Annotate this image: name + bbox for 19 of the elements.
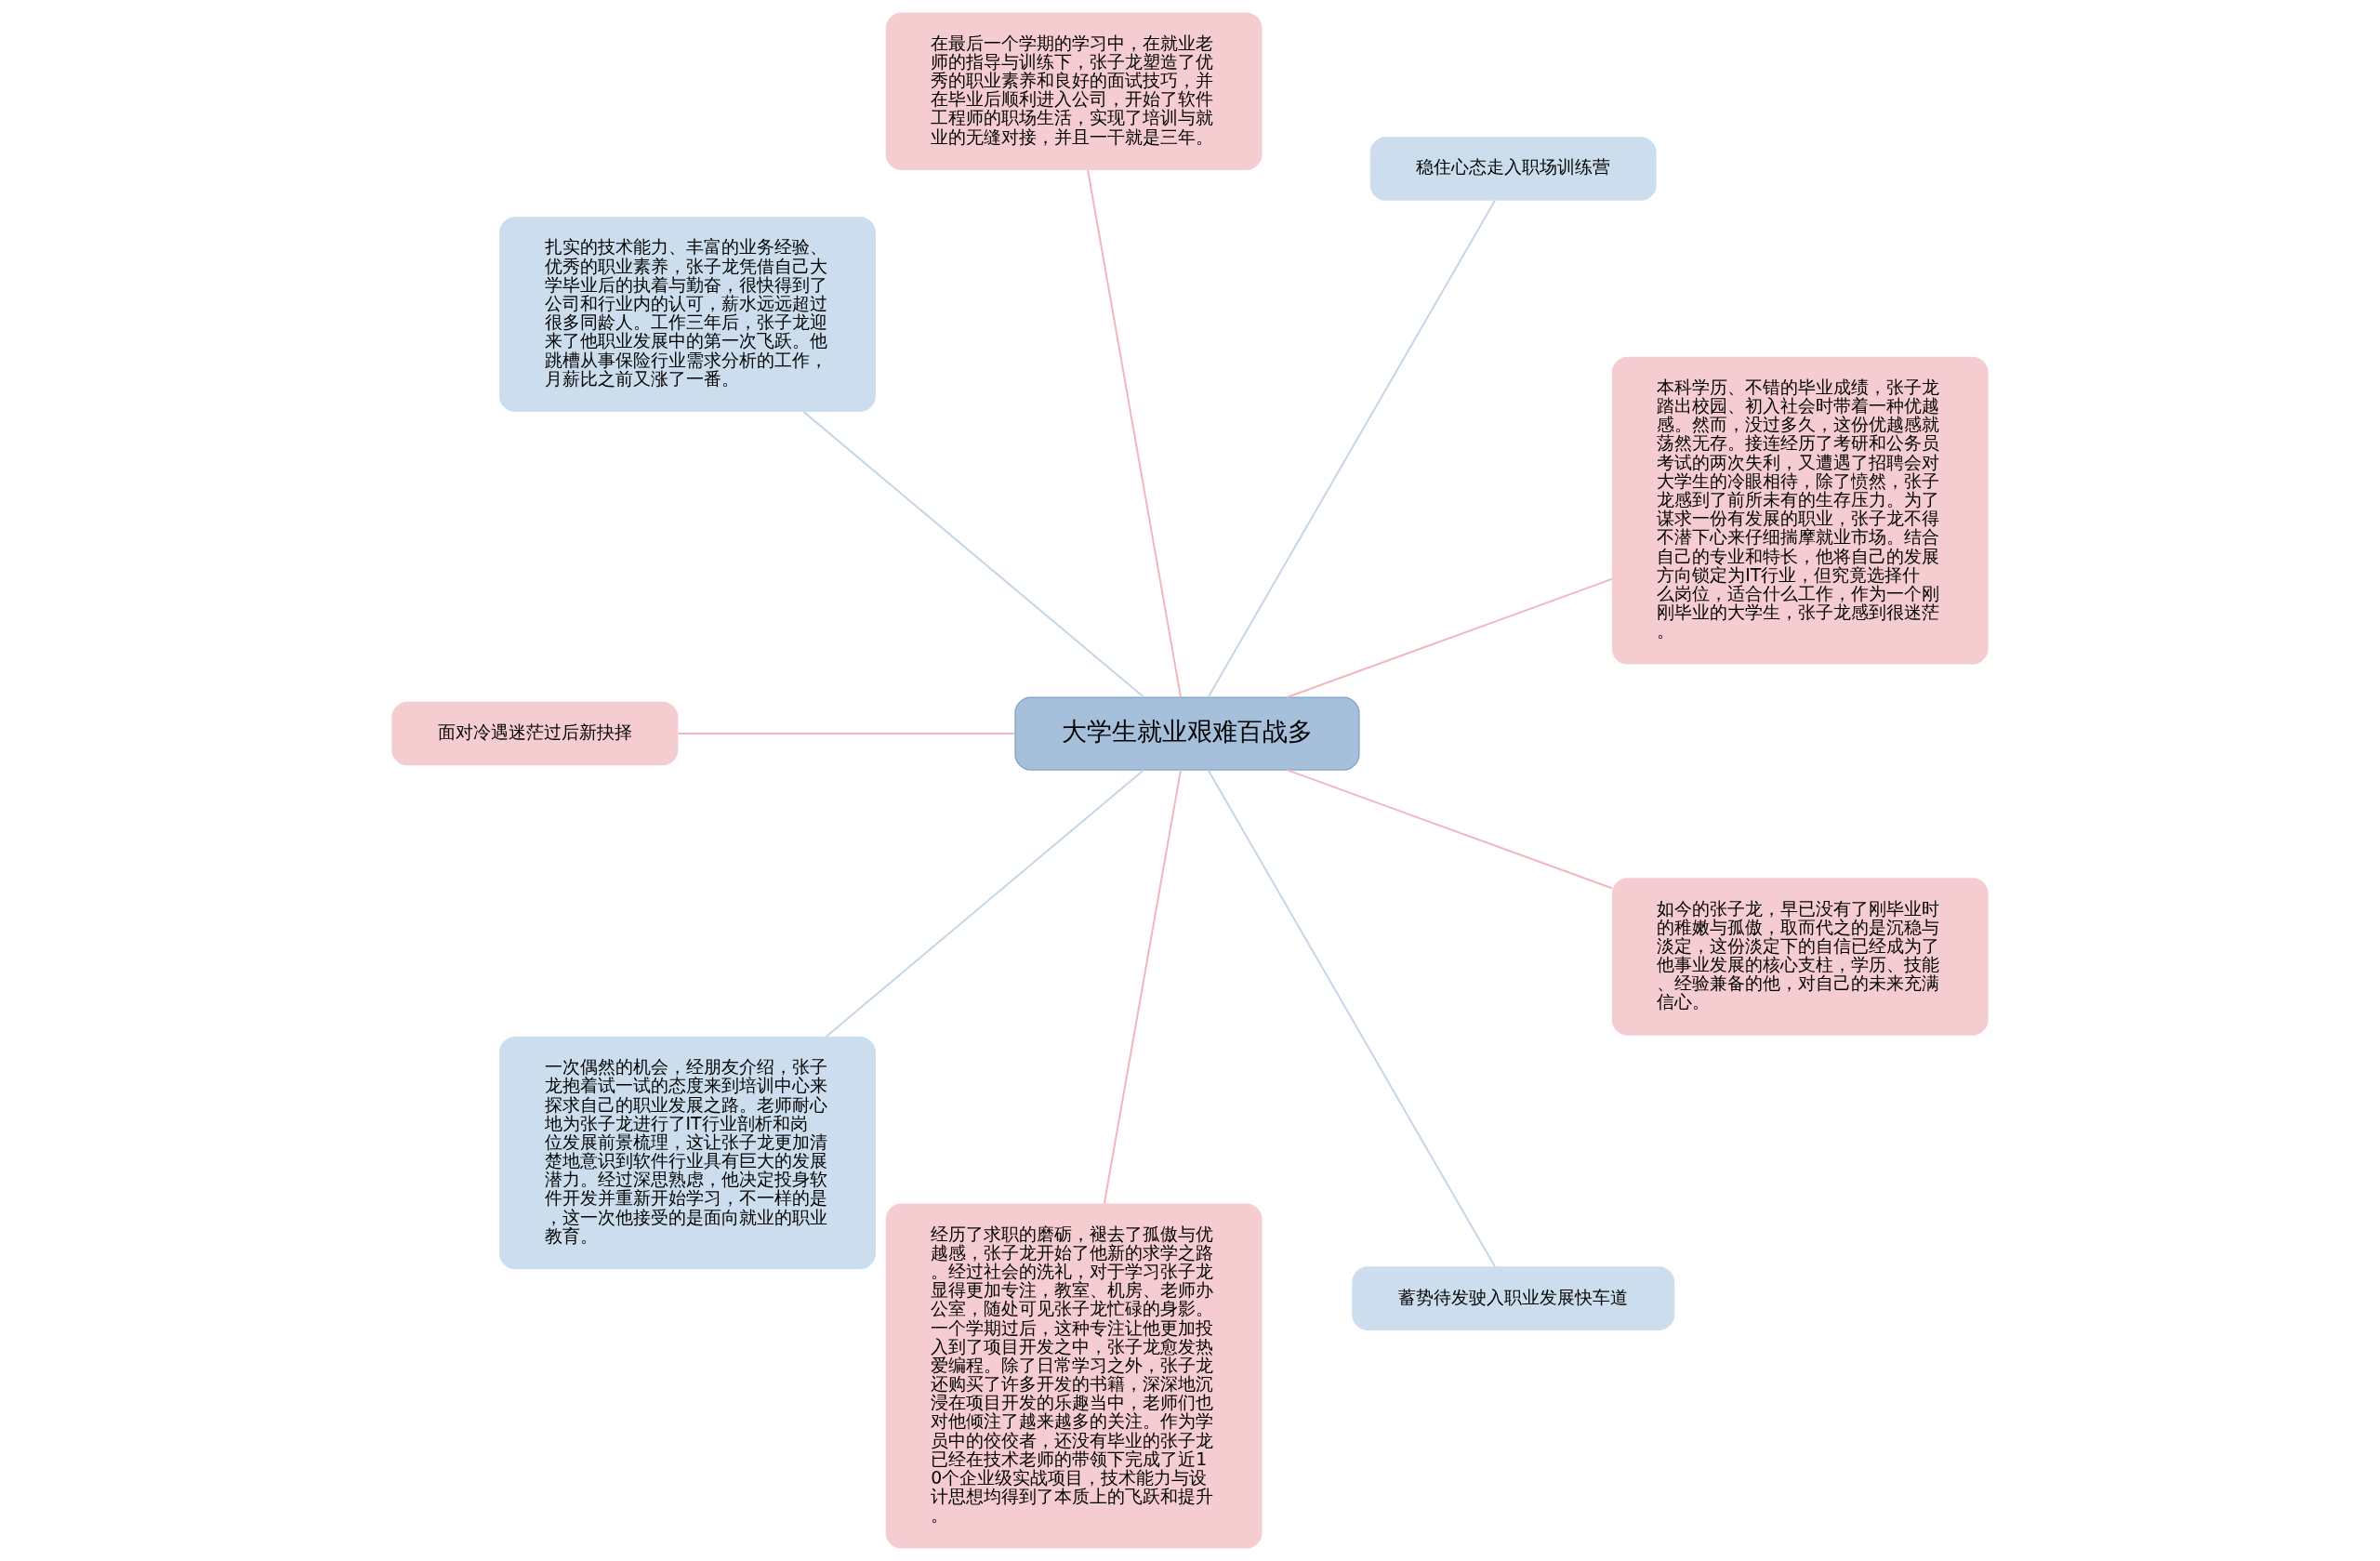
connector — [1287, 769, 1613, 890]
node-box: 如今的张子龙，早已没有了刚毕业时的稚嫩与孤傲，取而代之的是沉稳与淡定，这份淡定下的自信已经成为了他事业发展的核心支柱，学历、技能、经验兼备的他，对自己的未来充满信心。 — [1611, 878, 1989, 1036]
node-box: 扎实的技术能力、丰富的业务经验、优秀的职业素养，张子龙凭借自己大学毕业后的执着与勤奋，很快得到了公司和行业内的认可，薪水远远超过很多同龄人。工作三年后，张子龙迎来了他职业发展中的第一次飞跃。他跳槽从事保险行业需求分析的工作，月薪比之前又涨了一番。 — [499, 217, 876, 412]
connector — [1207, 769, 1496, 1267]
node-box: 在最后一个学期的学习中，在就业老师的指导与训练下，张子龙塑造了优秀的职业素养和良好的面试技巧，并在毕业后顺利进入公司，开始了软件工程师的职场生活，实现了培训与就业的无缝对接，并且一干就是三年。 — [885, 12, 1263, 170]
connector — [825, 769, 1144, 1038]
connector — [1207, 200, 1496, 698]
node-box: 一次偶然的机会，经朋友介绍，张子龙抱着试一试的态度来到培训中心来探求自己的职业发展之路。老师耐心地为张子龙进行了IT行业剖析和岗位发展前景梳理，这让张子龙更加清楚地意识到软件行业具有巨大的发展潜力。经过深思熟虑，他决定投身软件开发并重新开始学习，不一样的是，这一次他接受的是面向就业的职业教育。 — [499, 1036, 876, 1270]
node-box: 面对冷遇迷茫过后新抉择 — [391, 701, 679, 766]
node-box: 蓄势待发驶入职业发展快车道 — [1352, 1266, 1675, 1330]
connector — [1287, 577, 1613, 698]
connector — [1103, 770, 1183, 1204]
connector — [803, 411, 1144, 698]
node-box: 稳住心态走入职场训练营 — [1369, 137, 1657, 201]
connector — [1087, 169, 1183, 698]
node-box: 本科学历、不错的毕业成绩，张子龙踏出校园、初入社会时带着一种优越感。然而，没过多久，这份优越感就荡然无存。接连经历了考研和公务员考试的两次失利，又遭遇了招聘会对大学生的冷眼相待，除了愤然，张子龙感到了前所未有的生存压力。为了谋求一份有发展的职业，张子龙不得不潜下心来仔细揣摩就业市场。结合自己的专业和特长，他将自己的发展方向锁定为IT行业，但究竟选择什么岗位，适合什么工作，作为一个刚刚毕业的大学生，张子龙感到很迷茫。 — [1611, 356, 1989, 665]
node-box: 大学生就业艰难百战多 — [1014, 696, 1360, 771]
node-box: 经历了求职的磨砺，褪去了孤傲与优越感，张子龙开始了他新的求学之路。经过社会的洗礼，对于学习张子龙显得更加专注，教室、机房、老师办公室，随处可见张子龙忙碌的身影。一个学期过后，这种专注让他更加投入到了项目开发之中，张子龙愈发热爱编程。除了日常学习之外，张子龙还购买了许多开发的书籍，深深地沉浸在项目开发的乐趣当中，老师们也对他倾注了越来越多的关注。作为学员中的佼佼者，还没有毕业的张子龙已经在技术老师的带领下完成了近10个企业级实战项目，技术能力与设计思想均得到了本质上的飞跃和提升。 — [885, 1203, 1263, 1549]
connector — [678, 733, 1015, 735]
